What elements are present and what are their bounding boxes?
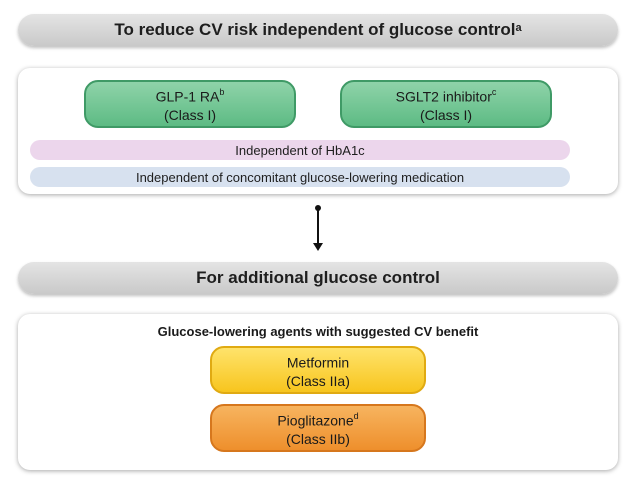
top-header-text: To reduce CV risk independent of glucose… [114,20,516,39]
pioglitazone-footnote: d [353,411,359,422]
pioglitazone-class: (Class IIb) [286,430,350,447]
sglt2-inhibitor-name: SGLT2 inhibitor [395,88,492,105]
glp1-ra-class: (Class I) [163,106,217,123]
metformin-name: Metformin [286,354,350,371]
concomitant-medication-bar-text: Independent of concomitant glucose-lower… [135,169,465,185]
sglt2-inhibitor-class: (Class I) [419,106,473,123]
connector-line [317,208,319,244]
glucose-agents-heading: Glucose-lowering agents with suggested C… [157,324,479,339]
bottom-header: For additional glucose control [18,262,618,294]
pioglitazone-box: Pioglitazoned (Class IIb) [210,404,426,452]
cv-risk-panel: GLP-1 RAb (Class I) SGLT2 inhibitorc (Cl… [18,68,618,194]
sglt2-inhibitor-footnote: c [491,87,497,98]
bottom-header-text: For additional glucose control [196,268,440,287]
sglt2-inhibitor-box: SGLT2 inhibitorc (Class I) [340,80,552,128]
metformin-box: Metformin (Class IIa) [210,346,426,394]
hba1c-bar: Independent of HbA1c [30,140,570,160]
hba1c-bar-text: Independent of HbA1c [235,142,365,158]
glp1-ra-box: GLP-1 RAb (Class I) [84,80,296,128]
glp1-ra-footnote: b [219,87,225,98]
top-header-footnote: a [515,22,522,34]
glp1-ra-name: GLP-1 RA [155,88,220,105]
top-header: To reduce CV risk independent of glucose… [18,14,618,46]
metformin-class: (Class IIa) [286,372,350,389]
connector-arrowhead [313,243,323,251]
pioglitazone-name: Pioglitazone [277,412,354,429]
concomitant-medication-bar: Independent of concomitant glucose-lower… [30,167,570,187]
glucose-agents-panel: Glucose-lowering agents with suggested C… [18,314,618,470]
